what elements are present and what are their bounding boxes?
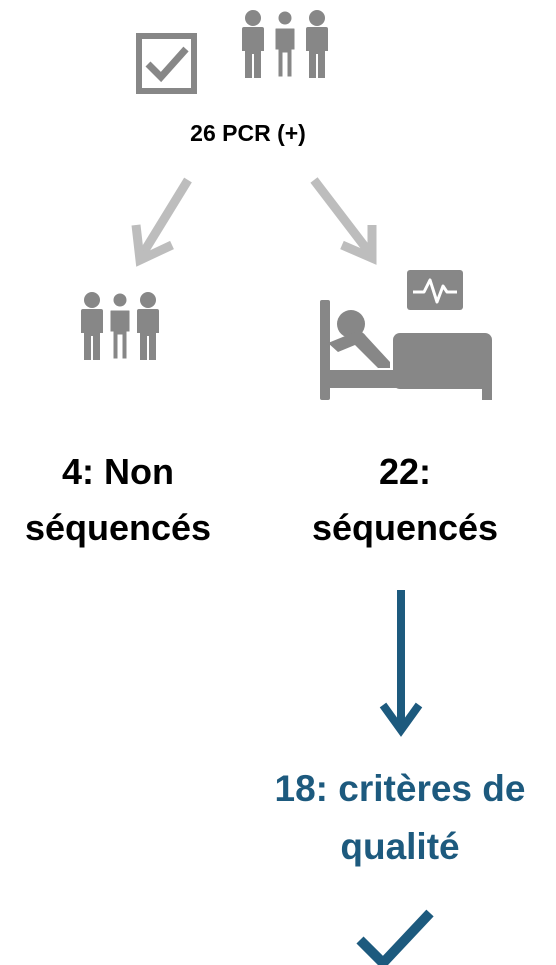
checkbox-checked-icon (136, 33, 197, 94)
pcr-positive-label: 26 PCR (+) (190, 120, 306, 146)
sequenced-count: 22: (378, 451, 432, 492)
quality-criteria-label: 18: critères de qualité (235, 760, 556, 876)
checkmark-icon (356, 909, 434, 965)
heart-monitor-icon (407, 270, 463, 310)
non-sequenced-text: séquencés (24, 507, 212, 548)
non-sequenced-label: 4: Non séquencés (0, 444, 236, 556)
arrow-left (131, 177, 192, 267)
people-group-icon (81, 290, 159, 362)
arrow-down (379, 590, 423, 737)
sequenced-label: 22: séquencés (300, 444, 510, 556)
hospital-bed-icon (320, 300, 492, 400)
non-sequenced-count: 4: Non (62, 451, 174, 492)
sequenced-text: séquencés (311, 507, 499, 548)
arrow-right (310, 177, 377, 265)
quality-criteria-line1: 18: critères de (274, 768, 526, 809)
people-group-icon (242, 8, 328, 80)
quality-criteria-line2: qualité (340, 826, 460, 867)
